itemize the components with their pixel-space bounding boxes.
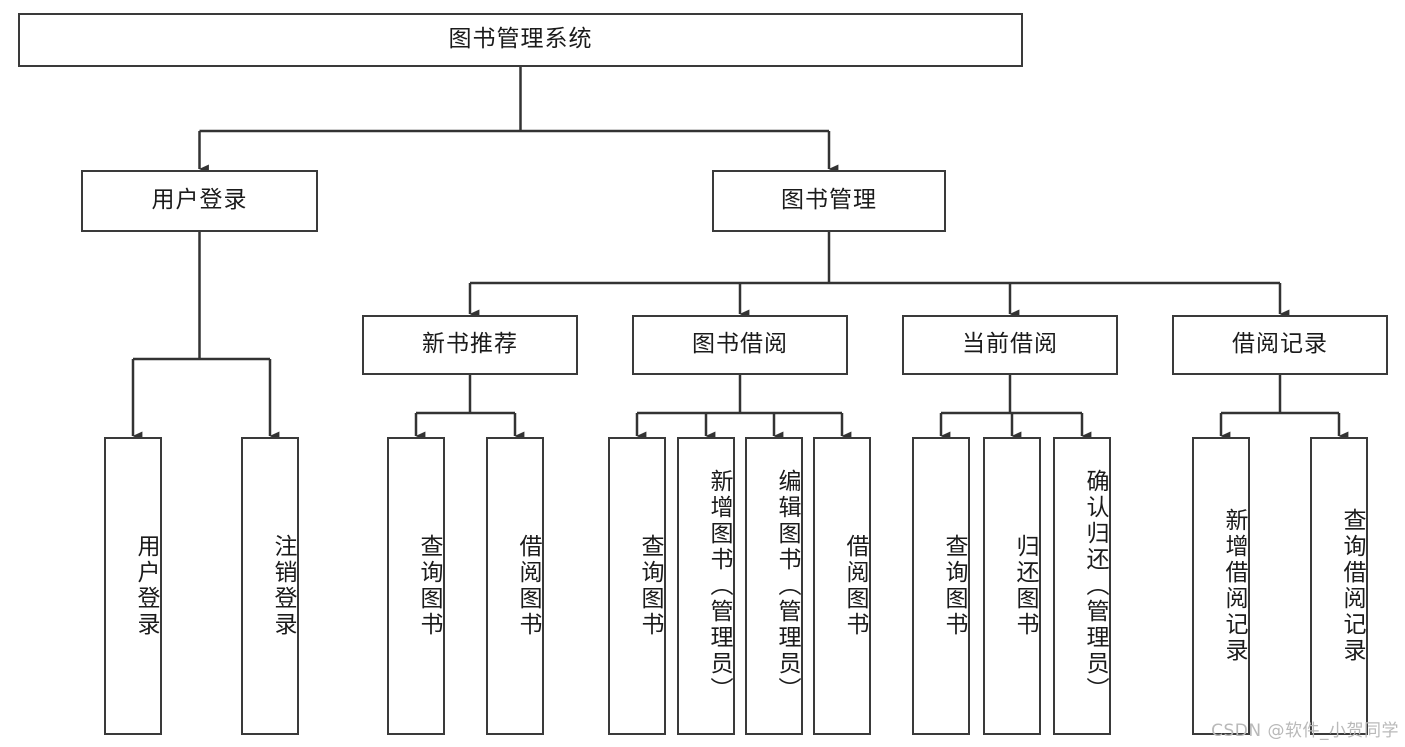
- node-current[interactable]: 当前借阅: [902, 315, 1118, 375]
- node-label: 借阅记录: [1232, 331, 1328, 358]
- node-leaf-bor-4[interactable]: 借阅图书: [813, 437, 871, 735]
- node-label: 图书管理系统: [448, 26, 593, 53]
- node-leaf-new-2[interactable]: 借阅图书: [486, 437, 544, 735]
- node-leaf-bor-3[interactable]: 编辑图书（管理员）: [745, 437, 803, 735]
- node-label: 用户登录: [133, 534, 159, 638]
- node-leaf-login-2[interactable]: 注销登录: [241, 437, 299, 735]
- watermark-label: CSDN @软件_小贺同学: [1211, 721, 1399, 741]
- node-record[interactable]: 借阅记录: [1172, 315, 1388, 375]
- node-leaf-rec-1[interactable]: 新增借阅记录: [1192, 437, 1250, 735]
- node-label: 查询图书: [637, 534, 663, 638]
- node-leaf-login-1[interactable]: 用户登录: [104, 437, 162, 735]
- node-label: 借阅图书: [515, 534, 541, 638]
- node-label: 编辑图书（管理员）: [774, 469, 800, 703]
- node-label: 图书管理: [781, 187, 877, 214]
- node-label: 当前借阅: [962, 331, 1058, 358]
- node-label: 新增借阅记录: [1221, 508, 1247, 664]
- node-root[interactable]: 图书管理系统: [18, 13, 1023, 67]
- node-leaf-cur-2[interactable]: 归还图书: [983, 437, 1041, 735]
- node-leaf-cur-1[interactable]: 查询图书: [912, 437, 970, 735]
- node-login[interactable]: 用户登录: [81, 170, 318, 232]
- node-label: 确认归还（管理员）: [1082, 469, 1108, 703]
- node-newbook[interactable]: 新书推荐: [362, 315, 578, 375]
- node-borrow[interactable]: 图书借阅: [632, 315, 848, 375]
- node-label: 新增图书（管理员）: [706, 469, 732, 703]
- node-label: 注销登录: [270, 534, 296, 638]
- node-leaf-new-1[interactable]: 查询图书: [387, 437, 445, 735]
- node-leaf-cur-3[interactable]: 确认归还（管理员）: [1053, 437, 1111, 735]
- node-label: 新书推荐: [422, 331, 518, 358]
- node-leaf-rec-2[interactable]: 查询借阅记录: [1310, 437, 1368, 735]
- node-label: 归还图书: [1012, 534, 1038, 638]
- node-leaf-bor-1[interactable]: 查询图书: [608, 437, 666, 735]
- node-label: 查询借阅记录: [1339, 508, 1365, 664]
- node-label: 查询图书: [941, 534, 967, 638]
- node-label: 图书借阅: [692, 331, 788, 358]
- connector-lines: [131, 67, 1349, 441]
- node-bookmgmt[interactable]: 图书管理: [712, 170, 946, 232]
- node-label: 用户登录: [151, 187, 248, 214]
- node-leaf-bor-2[interactable]: 新增图书（管理员）: [677, 437, 735, 735]
- node-label: 借阅图书: [842, 534, 868, 638]
- node-label: 查询图书: [416, 534, 442, 638]
